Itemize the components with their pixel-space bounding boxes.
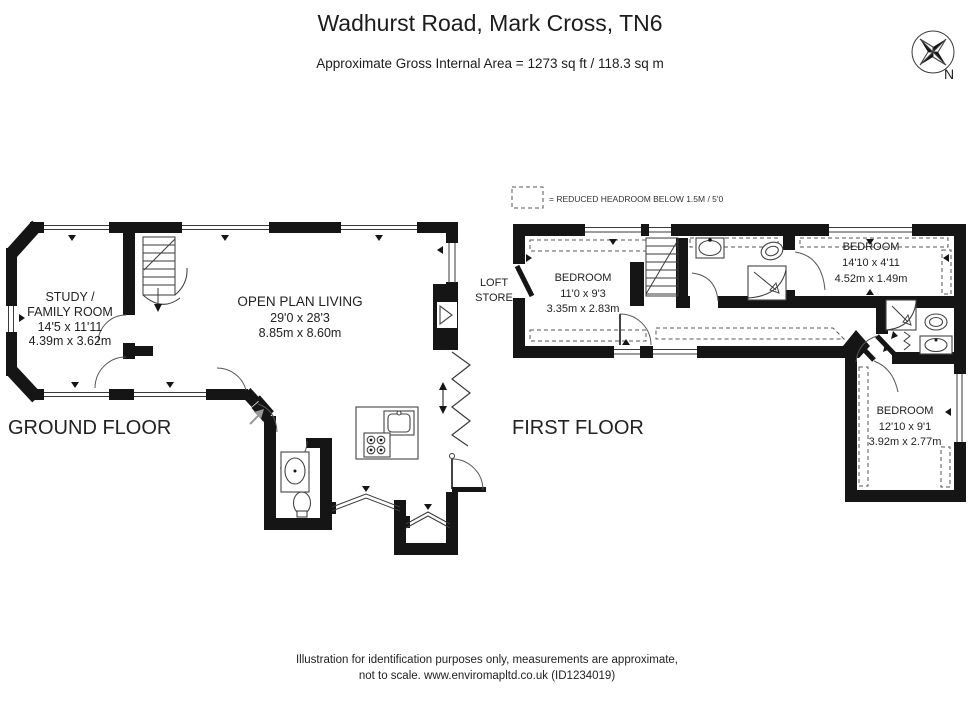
bay-window	[331, 493, 401, 512]
wc-fixtures	[280, 451, 312, 518]
kitchen-island	[355, 406, 419, 460]
toilet-icon	[292, 491, 312, 518]
first-floor-label: FIRST FLOOR	[512, 417, 644, 439]
compass-north-label: N	[944, 66, 954, 82]
window	[180, 222, 271, 233]
reduced-headroom-legend: = REDUCED HEADROOM BELOW 1.5M / 5'0	[511, 186, 724, 209]
toilet-icon	[924, 313, 948, 331]
sink-icon	[695, 237, 725, 259]
bedroom2-name: BEDROOM	[843, 241, 900, 253]
bedroom2-size-metric: 4.52m x 1.49m	[835, 273, 908, 285]
bedroom1-size-imperial: 11'0 x 9'3	[560, 288, 606, 300]
compass-rose: N	[911, 30, 955, 82]
sink-icon	[280, 451, 310, 493]
bedroom3-name: BEDROOM	[877, 405, 934, 417]
footer-line1: Illustration for identification purposes…	[296, 654, 678, 666]
entry-arrow-icon	[249, 409, 264, 425]
first-floor-windows	[583, 224, 966, 444]
study-size-metric: 4.39m x 3.62m	[29, 334, 112, 348]
window-markers	[19, 235, 443, 510]
window	[954, 372, 966, 444]
door-arc	[794, 251, 826, 291]
shower-icon	[885, 299, 917, 331]
door-arc	[97, 314, 127, 344]
hob-icon	[363, 432, 391, 458]
compass-star-icon	[919, 38, 947, 66]
window	[446, 241, 458, 285]
window	[42, 222, 111, 233]
fireplace-icon	[439, 304, 453, 326]
ground-floor-label: GROUND FLOOR	[8, 417, 171, 439]
open-plan-living-name: OPEN PLAN LIVING	[237, 294, 362, 309]
entry-door-leaf	[256, 395, 274, 415]
reduced-headroom-zones	[529, 237, 952, 488]
shower-room-fixtures	[885, 299, 953, 355]
open-plan-living-size-imperial: 29'0 x 28'3	[270, 311, 330, 325]
door-arc	[873, 360, 899, 393]
page-title: Wadhurst Road, Mark Cross, TN6	[317, 10, 662, 36]
window	[132, 389, 208, 400]
study-size-imperial: 14'5 x 11'11	[38, 320, 103, 334]
bedroom3-size-metric: 3.92m x 2.77m	[869, 436, 942, 448]
staircase-first	[645, 237, 679, 297]
footer-line2: not to scale. www.enviromapltd.co.uk (ID…	[359, 670, 615, 682]
bay-window	[405, 511, 451, 529]
window	[612, 346, 642, 358]
legend-swatch	[511, 186, 544, 209]
staircase-ground	[142, 236, 188, 312]
compass-circle	[911, 30, 955, 74]
bedroom3-size-imperial: 12'10 x 9'1	[879, 421, 932, 433]
window-markers	[526, 239, 951, 416]
bedroom1-size-metric: 3.35m x 2.83m	[547, 303, 620, 315]
ground-floor-plan: STUDY / FAMILY ROOM 14'5 x 11'11 4.39m x…	[6, 220, 486, 555]
window	[6, 304, 17, 334]
door-arc	[619, 313, 652, 346]
door-arc	[216, 367, 247, 391]
bathroom-fixtures	[695, 237, 787, 301]
window	[42, 389, 111, 400]
ground-floor-windows	[6, 222, 458, 529]
door-arc	[257, 403, 278, 433]
kitchen-sink-icon	[383, 410, 415, 436]
study-name-line1: STUDY /	[45, 290, 95, 304]
door-arc	[691, 272, 719, 302]
header: Wadhurst Road, Mark Cross, TN6 Approxima…	[316, 10, 664, 71]
door-arc	[855, 335, 878, 363]
page-subtitle: Approximate Gross Internal Area = 1273 s…	[316, 56, 664, 71]
toilet-icon	[760, 241, 784, 261]
open-plan-living-size-metric: 8.85m x 8.60m	[259, 326, 342, 340]
loft-store-line1: LOFT	[480, 277, 508, 289]
legend-label: = REDUCED HEADROOM BELOW 1.5M / 5'0	[549, 194, 724, 204]
radiator-icon	[903, 331, 911, 351]
door-arc	[94, 356, 127, 389]
window	[583, 224, 643, 236]
door-leaf	[851, 336, 876, 362]
window	[651, 346, 699, 358]
first-floor-plan: LOFT STORE BEDROOM 11'0 x 9'3 3.35m x 2.…	[475, 224, 966, 502]
door-arc	[451, 458, 484, 491]
bifold-door	[439, 351, 472, 447]
study-name-line2: FAMILY ROOM	[27, 305, 113, 319]
loft-store-line2: STORE	[475, 292, 513, 304]
window	[827, 224, 914, 236]
window	[647, 224, 673, 236]
shower-icon	[747, 265, 787, 301]
window	[339, 222, 419, 233]
bedroom2-size-imperial: 14'10 x 4'11	[842, 257, 900, 269]
loft-store-door-leaf	[514, 264, 535, 298]
footer: Illustration for identification purposes…	[296, 654, 678, 682]
first-floor-doors	[514, 251, 900, 393]
bedroom1-name: BEDROOM	[555, 272, 612, 284]
sink-icon	[919, 335, 953, 355]
